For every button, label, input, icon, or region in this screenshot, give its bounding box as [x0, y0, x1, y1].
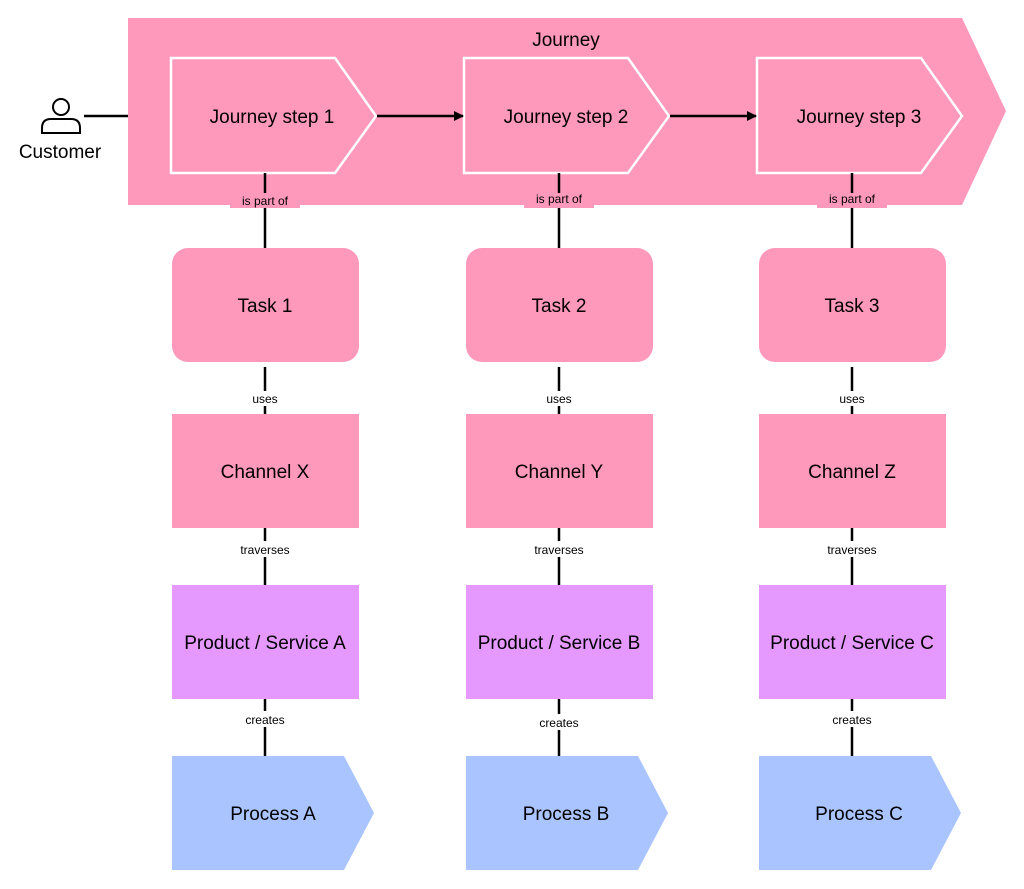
process-c-label: Process C — [815, 804, 903, 825]
journey-step-2-label: Journey step 2 — [504, 107, 629, 128]
journey-step-2[interactable] — [462, 56, 671, 175]
relation-is-part-of-1: is part of — [242, 194, 289, 208]
relation-bg — [824, 711, 880, 727]
channel-x-box[interactable] — [172, 414, 359, 528]
task-2-label: Task 2 — [532, 296, 587, 317]
channel-x-label: Channel X — [221, 462, 310, 483]
relation-traverses-1: traverses — [240, 543, 289, 557]
process-c-shape[interactable] — [759, 756, 961, 870]
journey-step-1-label: Journey step 1 — [210, 107, 335, 128]
task-1-box[interactable] — [172, 248, 359, 362]
relation-traverses-3: traverses — [827, 543, 876, 557]
relation-uses-3: uses — [839, 392, 864, 406]
journey-title: Journey — [532, 30, 600, 51]
relation-creates-1: creates — [245, 713, 284, 727]
product-b-label: Product / Service B — [478, 633, 641, 654]
product-b-box[interactable] — [466, 585, 653, 699]
relation-bg — [524, 193, 594, 208]
product-a-box[interactable] — [172, 585, 359, 699]
relation-bg — [237, 711, 293, 727]
process-a-shape[interactable] — [172, 756, 374, 870]
relation-creates-3: creates — [832, 713, 871, 727]
product-c-box[interactable] — [759, 585, 946, 699]
channel-y-label: Channel Y — [515, 462, 604, 483]
channel-y-box[interactable] — [466, 414, 653, 528]
column-1: is part of Task 1 uses Channel X travers… — [172, 173, 374, 870]
relation-bg — [832, 391, 872, 406]
customer-label: Customer — [19, 142, 102, 163]
journey-step-3[interactable] — [755, 56, 964, 175]
task-1-label: Task 1 — [238, 296, 293, 317]
task-2-box[interactable] — [466, 248, 653, 362]
relation-creates-2: creates — [539, 716, 578, 730]
relation-uses-1: uses — [252, 392, 277, 406]
relation-bg — [233, 541, 297, 557]
relation-is-part-of-3: is part of — [829, 192, 876, 206]
channel-z-box[interactable] — [759, 414, 946, 528]
column-2: is part of Task 2 uses Channel Y travers… — [466, 173, 668, 870]
relation-is-part-of-2: is part of — [536, 192, 583, 206]
user-icon — [41, 98, 81, 134]
process-b-label: Process B — [523, 804, 610, 825]
product-c-label: Product / Service C — [770, 633, 934, 654]
task-3-box[interactable] — [759, 248, 946, 362]
journey-step-1[interactable] — [169, 56, 378, 175]
column-3: is part of Task 3 uses Channel Z travers… — [759, 173, 961, 870]
relation-bg — [527, 541, 591, 557]
relation-bg — [531, 714, 587, 730]
relation-traverses-2: traverses — [534, 543, 583, 557]
process-a-label: Process A — [230, 804, 316, 825]
task-3-label: Task 3 — [825, 296, 880, 317]
relation-bg — [539, 391, 579, 406]
relation-bg — [245, 391, 285, 406]
relation-bg — [820, 541, 884, 557]
process-b-shape[interactable] — [466, 756, 668, 870]
relation-bg — [230, 193, 300, 208]
channel-z-label: Channel Z — [808, 462, 896, 483]
relation-bg — [817, 193, 887, 208]
relation-uses-2: uses — [546, 392, 571, 406]
journey-step-3-label: Journey step 3 — [797, 107, 922, 128]
product-a-label: Product / Service A — [184, 633, 346, 654]
